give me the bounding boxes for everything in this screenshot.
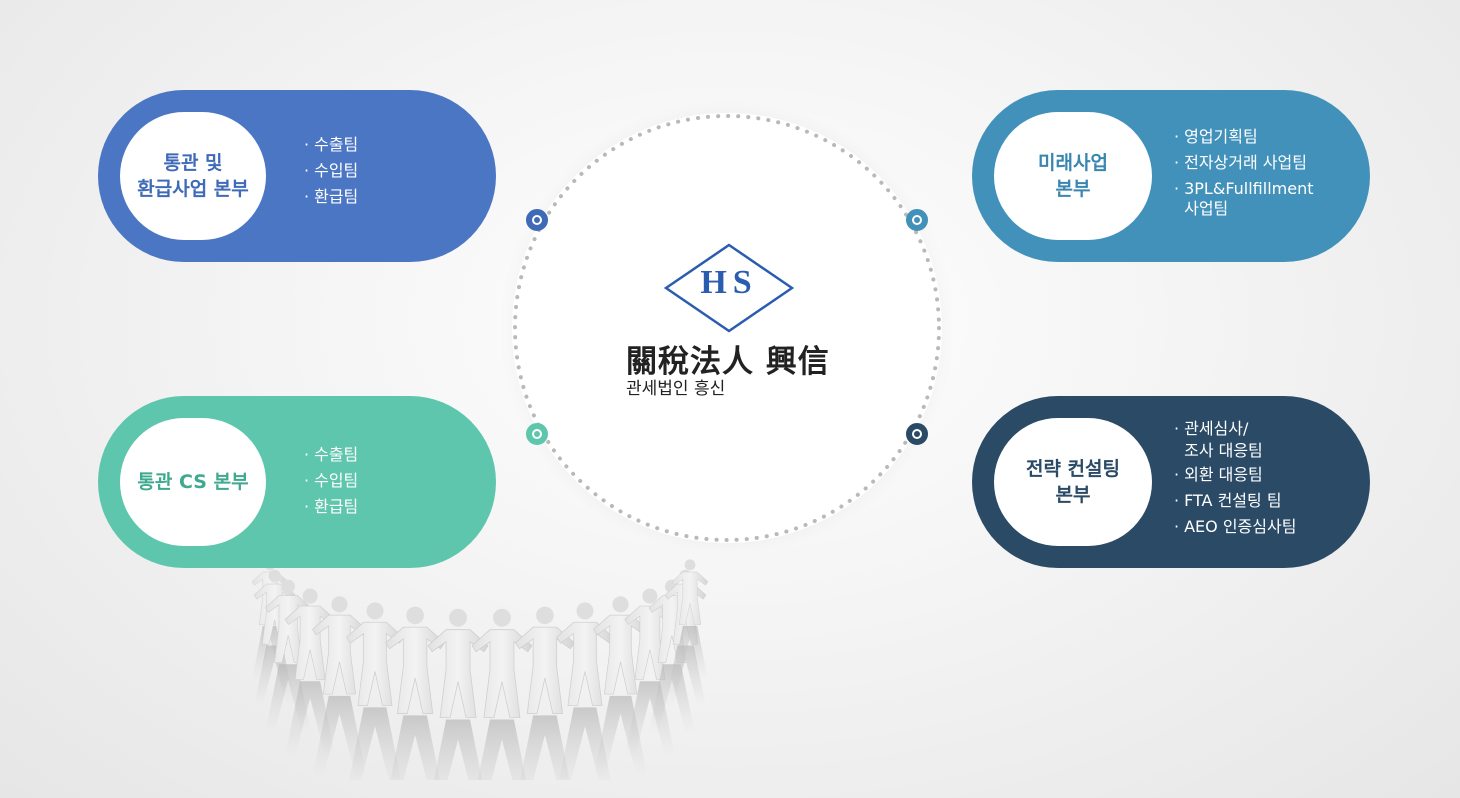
team-item: ·수입팀	[304, 161, 359, 180]
logo-mark: HS	[700, 264, 758, 301]
department-strategy-consulting: 전략 컨설팅 본부 ·관세심사/ 조사 대응팀 ·외환 대응팀 ·FTA 컨설팅…	[972, 396, 1370, 568]
team-list: ·관세심사/ 조사 대응팀 ·외환 대응팀 ·FTA 컨설팅 팀 ·AEO 인증…	[1174, 418, 1296, 540]
company-logo: HS 關稅法人 興信 관세법인 흥신	[612, 240, 872, 400]
team-list: ·영업기획팀 ·전자상거래 사업팀 ·3PL&Fullfillment 사업팀	[1174, 124, 1313, 219]
person-figure	[312, 596, 367, 777]
team-item: ·전자상거래 사업팀	[1174, 153, 1307, 172]
connector-ring-bottom-right	[906, 423, 928, 445]
team-item: ·환급팀	[304, 497, 359, 516]
connector-ring-top-right	[906, 209, 928, 231]
team-item: ·AEO 인증심사팀	[1174, 517, 1297, 536]
team-item: ·영업기획팀	[1174, 127, 1258, 146]
team-list: ·수출팀 ·수입팀 ·환급팀	[304, 442, 358, 520]
department-customs-cs: 통관 CS 본부 ·수출팀 ·수입팀 ·환급팀	[98, 396, 496, 568]
person-figure	[427, 608, 489, 780]
department-customs-refund: 통관 및 환급사업 본부 ·수출팀 ·수입팀 ·환급팀	[98, 90, 496, 262]
people-circle-illustration	[251, 559, 709, 780]
department-title: 미래사업 본부	[994, 112, 1152, 240]
department-future-business: 미래사업 본부 ·영업기획팀 ·전자상거래 사업팀 ·3PL&Fullfillm…	[972, 90, 1370, 262]
team-item: ·수입팀	[304, 471, 359, 490]
team-item: ·수출팀	[304, 445, 359, 464]
person-figure	[671, 559, 709, 680]
dotted-ring	[513, 114, 941, 542]
person-figure	[346, 602, 404, 780]
person-figure	[514, 606, 575, 780]
team-item: ·수출팀	[304, 135, 359, 154]
team-item: ·3PL&Fullfillment 사업팀	[1174, 179, 1314, 218]
logo-korean-name: 관세법인 흥신	[626, 379, 726, 399]
hs-diamond-icon	[664, 243, 794, 333]
team-list: ·수출팀 ·수입팀 ·환급팀	[304, 132, 358, 210]
person-figure	[385, 606, 446, 780]
connector-ring-bottom-left	[526, 423, 548, 445]
person-figure	[471, 608, 533, 780]
team-item: ·환급팀	[304, 187, 359, 206]
logo-hanja-name: 關稅法人 興信	[626, 344, 830, 380]
team-item: ·외환 대응팀	[1174, 465, 1263, 484]
department-title: 통관 및 환급사업 본부	[120, 112, 266, 240]
team-item: ·관세심사/ 조사 대응팀	[1174, 419, 1263, 460]
connector-ring-top-left	[526, 209, 548, 231]
team-item: ·FTA 컨설팅 팀	[1174, 491, 1282, 510]
department-title: 통관 CS 본부	[120, 418, 266, 546]
department-title: 전략 컨설팅 본부	[994, 418, 1152, 546]
